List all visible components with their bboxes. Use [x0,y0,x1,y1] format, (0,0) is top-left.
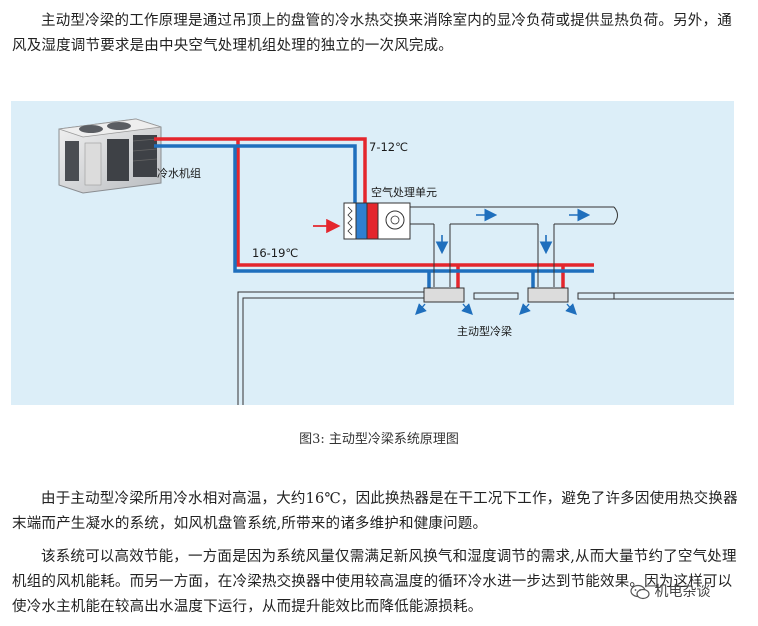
ahu-label: 空气处理单元 [371,185,437,199]
wechat-icon [630,584,650,600]
system-diagram: 冷水机组 7-12℃ 空气处理单元 16-19℃ 主动型冷梁 [11,101,734,405]
ceiling [237,287,734,405]
watermark-text: 机电杂谈 [654,584,711,600]
supply-temp-label: 7-12℃ [369,140,408,154]
chilled-beam [415,303,577,315]
figure-caption: 图3: 主动型冷梁系统原理图 [299,432,459,447]
chiller-label: 冷水机组 [157,166,201,180]
body-paragraph-2: 由于主动型冷梁所用冷水相对高温，大约16℃，因此换热器是在干工况下工作，避免了许… [12,491,738,532]
return-temp-label: 16-19℃ [252,246,298,260]
airflow-arrows [435,208,591,255]
diagram-svg: 冷水机组 7-12℃ 空气处理单元 16-19℃ 主动型冷梁 [58,118,734,405]
beam-label: 主动型冷梁 [457,324,512,338]
watermark: 机电杂谈 [630,581,750,605]
intro-paragraph: 主动型冷梁的工作原理是通过吊顶上的盘管的冷水热交换来消除室内的显冷负荷或提供显热… [12,13,732,54]
duct [410,206,618,287]
body-paragraph-3: 该系统可以高效节能，一方面是因为系统风量仅需满足新风换气和湿度调节的需求,从而大… [12,549,737,615]
ahu-unit [343,202,411,240]
chiller-image [58,118,162,194]
